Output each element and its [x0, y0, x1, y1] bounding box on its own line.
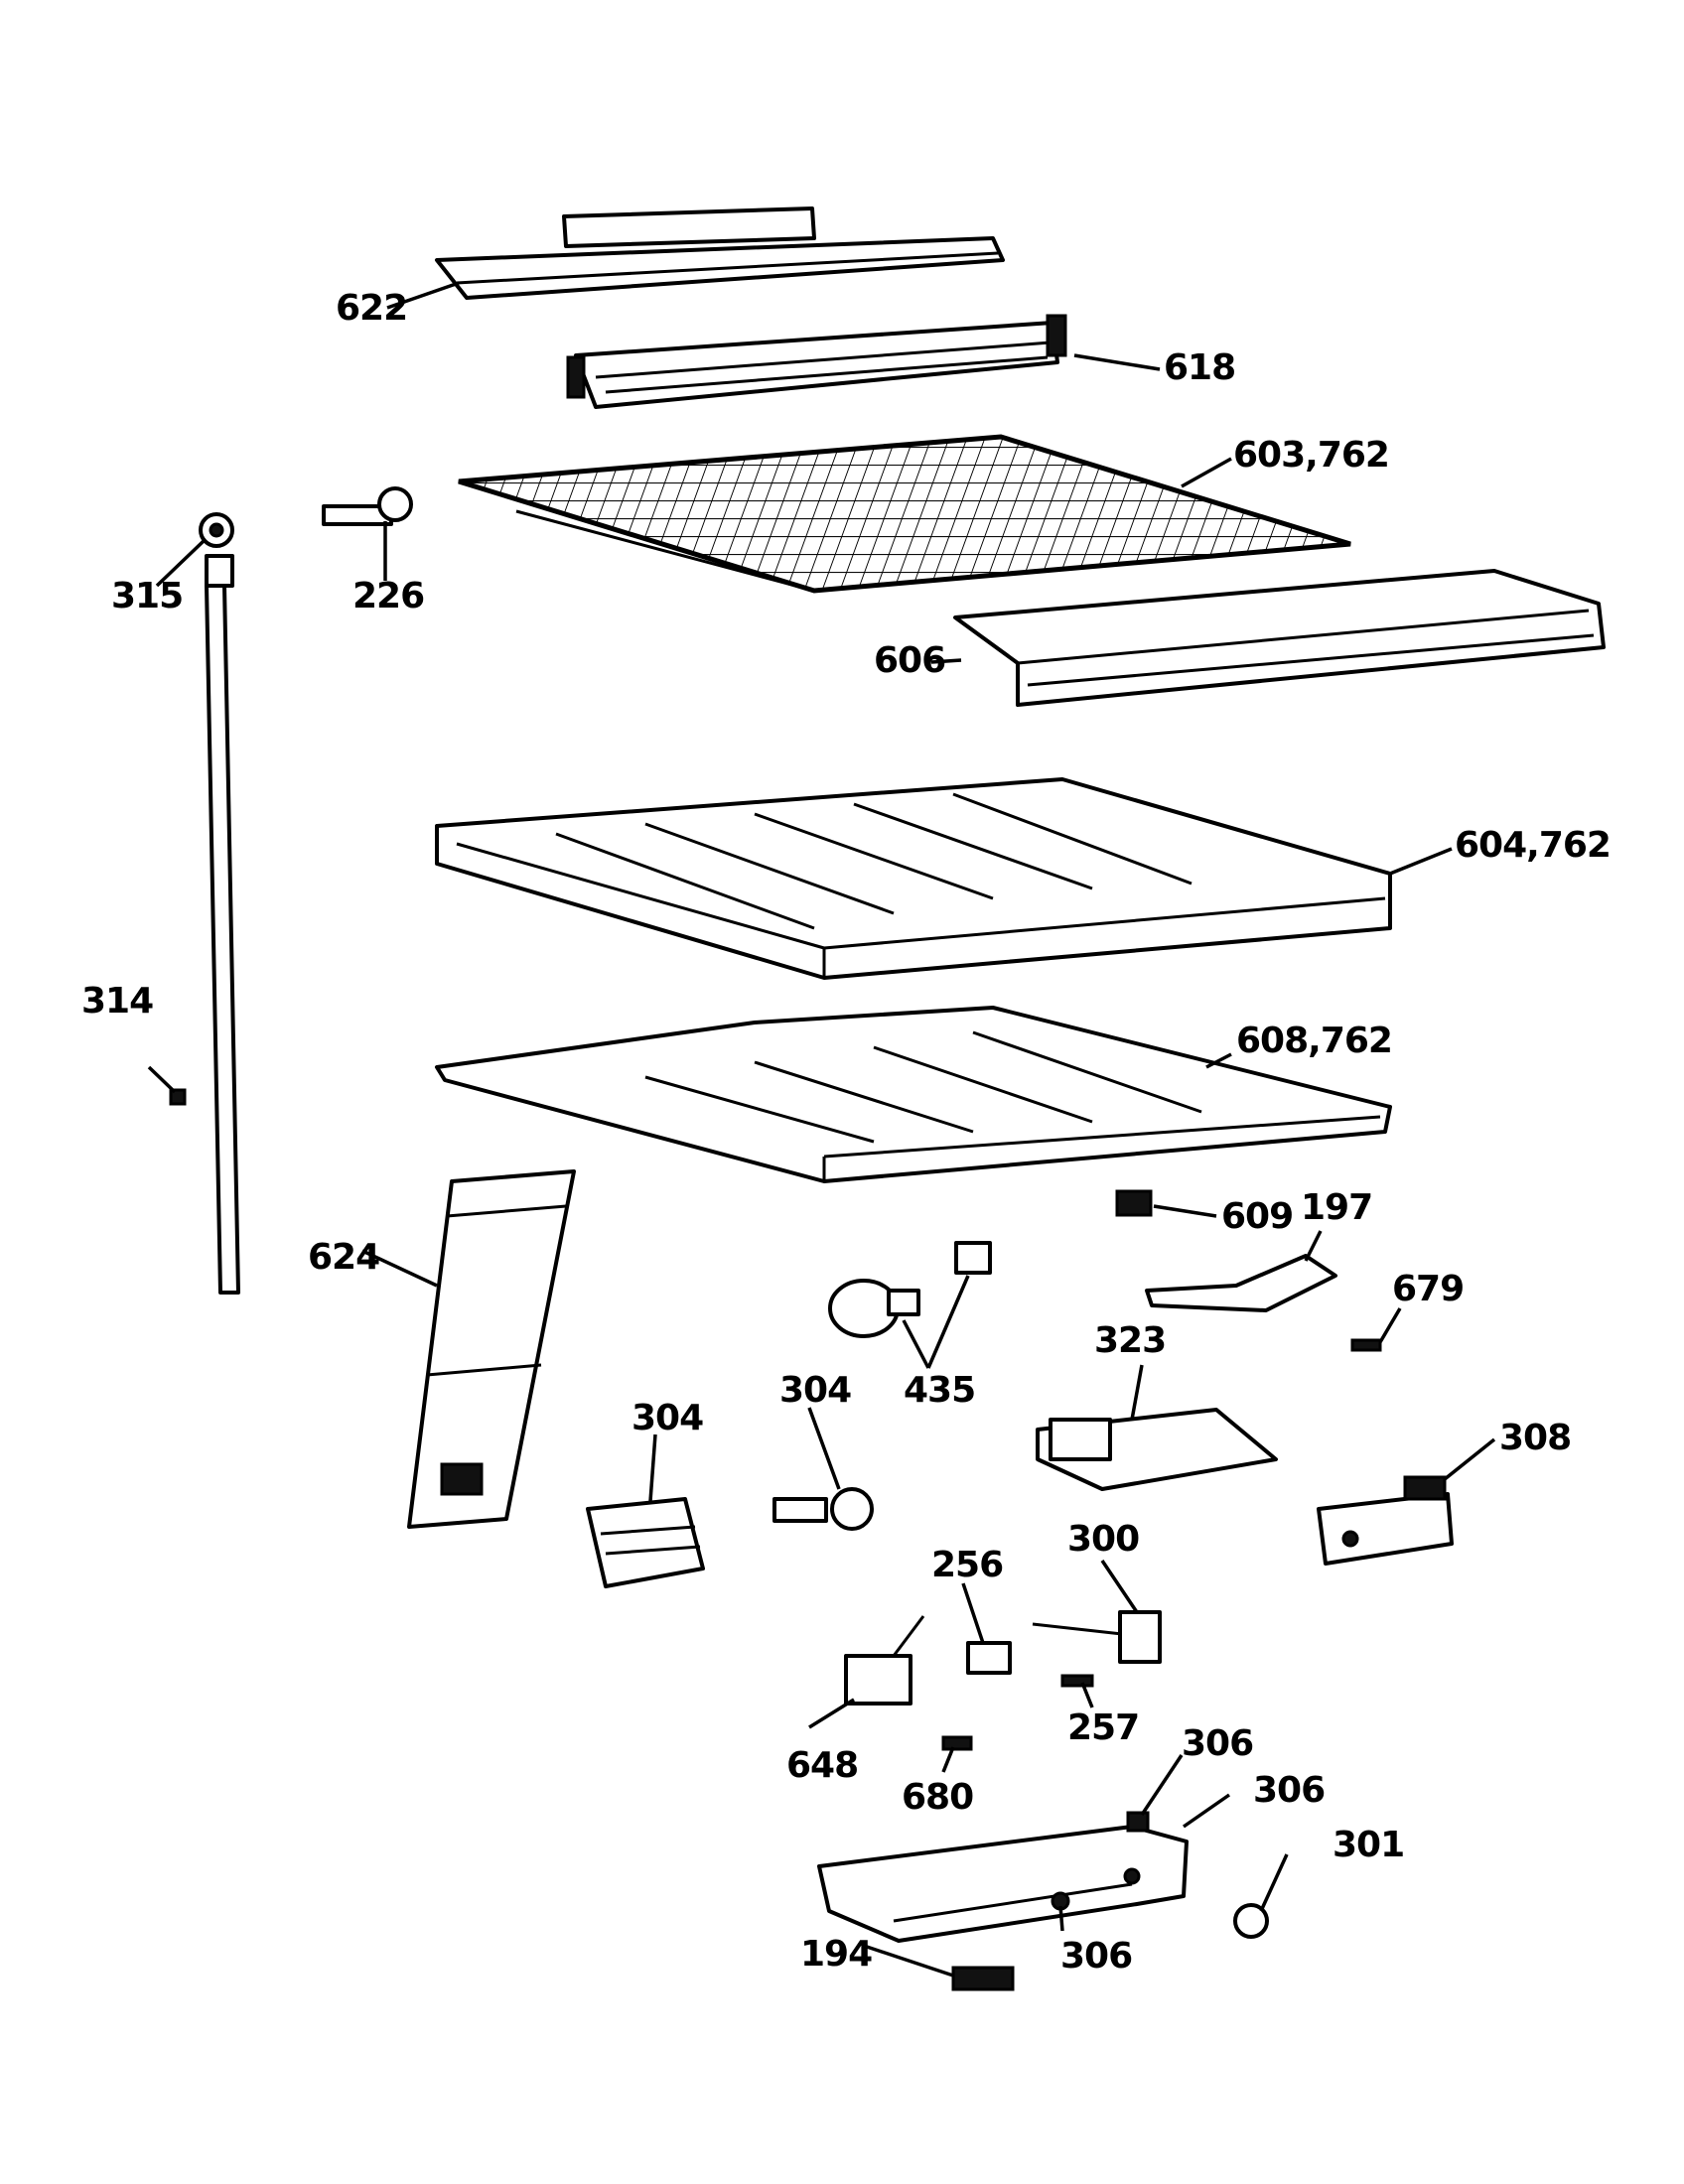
part-257-screw	[1060, 1674, 1094, 1688]
callout-315: 315	[111, 576, 183, 616]
callout-648: 648	[786, 1745, 858, 1786]
part-194	[951, 1966, 1015, 1991]
callout-609: 609	[1221, 1196, 1293, 1237]
callout-197: 197	[1301, 1187, 1372, 1228]
part-609	[1115, 1189, 1153, 1217]
callout-604-762: 604,762	[1455, 825, 1611, 866]
part-256	[966, 1641, 1012, 1675]
part-323-board	[1036, 1408, 1278, 1491]
part-618-rail	[566, 314, 1067, 409]
callout-304-timer: 304	[779, 1370, 851, 1411]
callout-314: 314	[81, 981, 153, 1022]
part-315-hinge	[199, 512, 234, 588]
part-624-panel	[407, 1169, 576, 1529]
callout-323: 323	[1094, 1320, 1166, 1361]
part-308-bracket	[1317, 1475, 1454, 1566]
part-606-frame	[953, 569, 1606, 707]
callout-680: 680	[902, 1777, 973, 1818]
callout-labels: 622 618 603,762 315 226 606 604,762 314 …	[81, 288, 1612, 1977]
part-435-bulb	[828, 1241, 992, 1338]
callout-608-762: 608,762	[1236, 1021, 1392, 1061]
callout-306-right: 306	[1253, 1770, 1325, 1811]
callout-226: 226	[352, 576, 424, 616]
part-301-knob	[1233, 1903, 1269, 1939]
part-648	[844, 1615, 925, 1706]
callout-618: 618	[1164, 347, 1235, 388]
callout-308: 308	[1499, 1418, 1571, 1458]
part-603-shelf	[458, 434, 1351, 594]
part-604-shelf	[435, 777, 1392, 980]
callout-306-top: 306	[1182, 1723, 1253, 1764]
part-197-bracket	[1145, 1254, 1337, 1312]
callout-304-housing: 304	[632, 1398, 703, 1438]
callout-603-762: 603,762	[1233, 435, 1389, 476]
part-226-pin	[322, 486, 413, 526]
callout-435: 435	[904, 1370, 975, 1411]
callout-306-bottom: 306	[1060, 1936, 1132, 1977]
callout-622: 622	[336, 288, 407, 329]
part-304-housing	[586, 1497, 705, 1588]
part-680-screw	[941, 1735, 973, 1751]
callout-256: 256	[931, 1545, 1003, 1585]
callout-257: 257	[1067, 1707, 1139, 1748]
part-679-screw	[1350, 1338, 1382, 1352]
part-314-rod	[169, 584, 240, 1295]
part-300-switch	[1032, 1610, 1162, 1664]
leader-lines	[147, 281, 1496, 1978]
callout-606: 606	[874, 640, 945, 681]
part-306-housing	[817, 1811, 1189, 1943]
part-304-timer	[772, 1487, 874, 1531]
part-622-cover	[435, 206, 1005, 300]
callout-624: 624	[308, 1237, 379, 1278]
callout-300: 300	[1067, 1519, 1139, 1560]
callout-679: 679	[1392, 1269, 1464, 1309]
callout-194: 194	[800, 1934, 872, 1975]
part-608-shelf	[435, 1006, 1392, 1183]
callout-301: 301	[1333, 1825, 1404, 1865]
